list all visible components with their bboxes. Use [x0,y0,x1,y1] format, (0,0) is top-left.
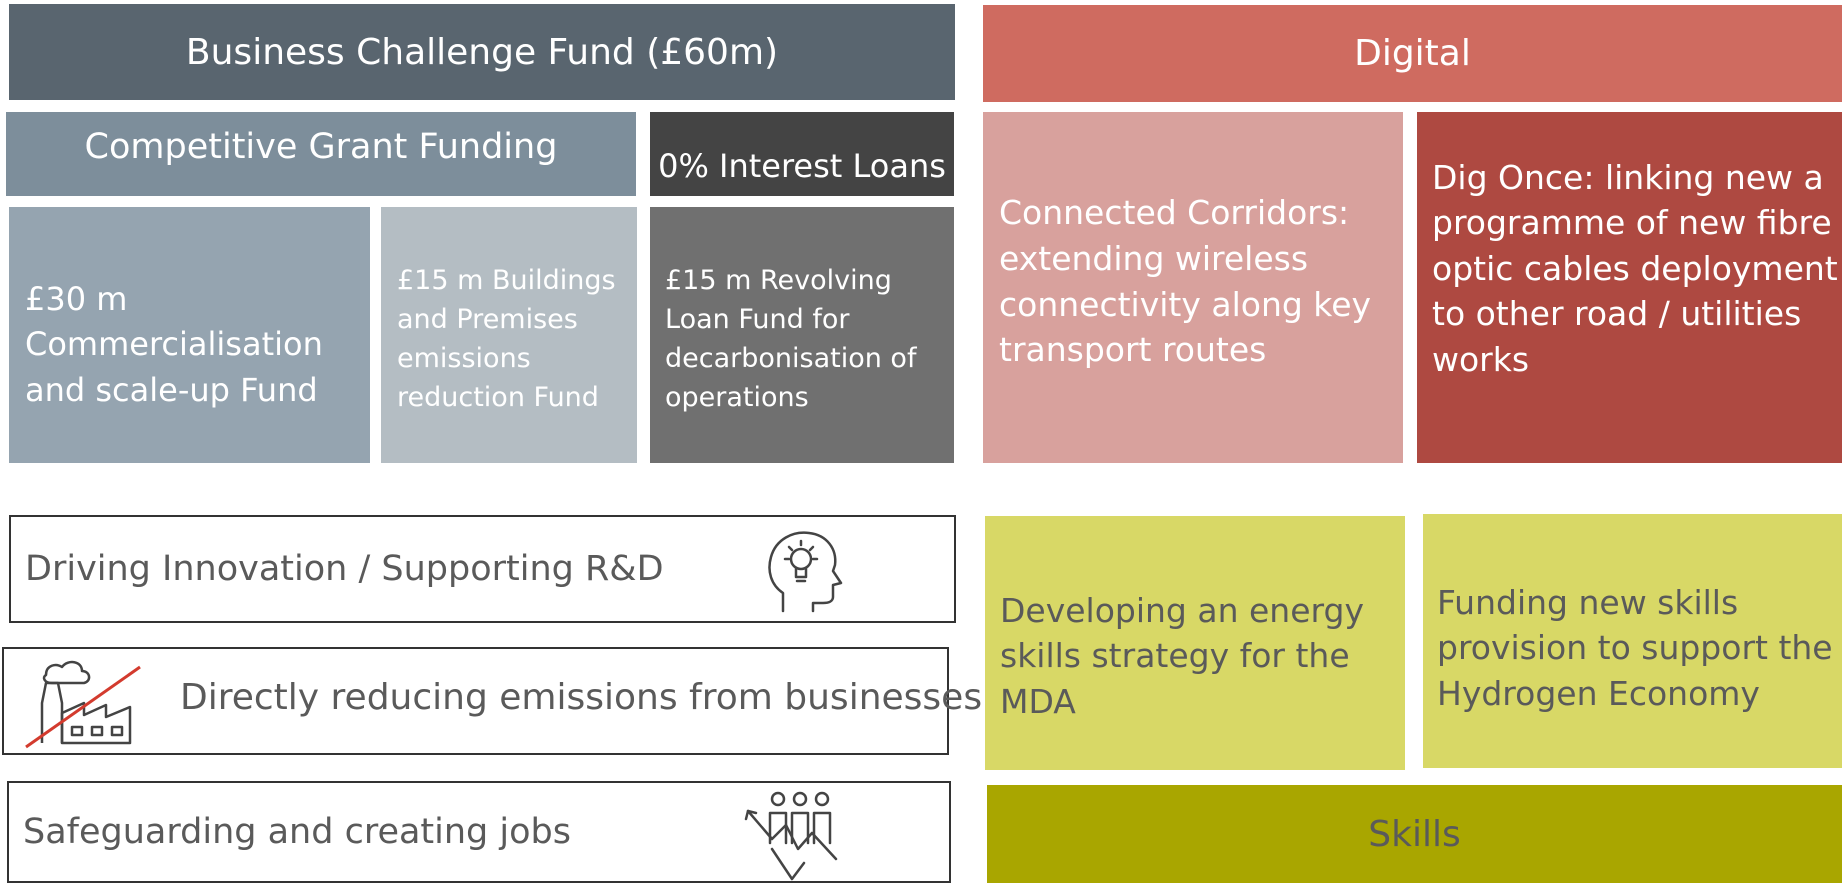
skills-header: Skills [987,785,1842,883]
buildings-premises-fund-box: £15 m Buildings and Premises emissions r… [381,207,637,463]
buildings-fund-line-3: emissions [397,343,531,374]
connected-corridors-line-4: transport routes [999,330,1267,370]
creating-jobs-label: Safeguarding and creating jobs [23,812,571,852]
dig-once-line-5: works [1432,339,1530,379]
reducing-emissions-box: Directly reducing emissions from busines… [2,647,982,755]
commercialisation-fund-line-2: Commercialisation [25,325,323,364]
hydrogen-skills-line-1: Funding new skills [1437,582,1739,622]
revolving-fund-line-4: operations [665,382,809,414]
connected-corridors-line-1: Connected Corridors: [999,193,1350,233]
digital-header: Digital [983,5,1842,102]
dig-once-line-2: programme of new fibre [1432,203,1832,243]
dig-once-box: Dig Once: linking new a programme of new… [1417,112,1842,463]
hydrogen-skills-line-3: Hydrogen Economy [1437,673,1760,713]
connected-corridors-line-2: extending wireless [999,238,1309,278]
commercialisation-fund-box: £30 m Commercialisation and scale-up Fun… [9,207,370,463]
commercialisation-fund-line-3: and scale-up Fund [25,370,318,409]
creating-jobs-box: Safeguarding and creating jobs [7,781,951,883]
buildings-fund-line-2: and Premises [397,303,578,335]
energy-skills-line-2: skills strategy for the [1000,636,1350,676]
interest-loans-header: 0% Interest Loans [650,112,954,196]
lightbulb-head-icon [763,527,849,615]
dig-once-line-3: optic cables deployment [1432,248,1838,288]
energy-skills-strategy-box: Developing an energy skills strategy for… [985,516,1405,770]
energy-skills-line-1: Developing an energy [1000,590,1364,630]
business-challenge-fund-title: Business Challenge Fund (£60m) [185,31,779,73]
people-growth-icon [742,789,848,885]
revolving-fund-line-2: Loan Fund for [665,303,850,335]
revolving-loan-fund-box: £15 m Revolving Loan Fund for decarbonis… [650,207,954,463]
buildings-fund-line-4: reduction Fund [397,382,599,414]
dig-once-line-1: Dig Once: linking new a [1432,157,1824,197]
connected-corridors-line-3: connectivity along key [999,284,1372,324]
driving-innovation-label: Driving Innovation / Supporting R&D [25,549,664,589]
factory-crossed-icon [12,653,142,753]
hydrogen-skills-box: Funding new skills provision to support … [1423,514,1842,768]
skills-title: Skills [1368,813,1461,855]
digital-title: Digital [1354,33,1471,74]
interest-loans-title: 0% Interest Loans [658,147,946,185]
energy-skills-line-3: MDA [1000,681,1076,721]
hydrogen-skills-line-2: provision to support the [1437,628,1833,668]
dig-once-line-4: to other road / utilities [1432,294,1802,334]
competitive-grant-funding-title: Competitive Grant Funding [84,127,558,167]
revolving-fund-line-1: £15 m Revolving [665,264,892,296]
connected-corridors-box: Connected Corridors: extending wireless … [983,112,1403,463]
revolving-fund-line-3: decarbonisation of [665,343,917,374]
reducing-emissions-label: Directly reducing emissions from busines… [180,677,983,718]
buildings-fund-line-1: £15 m Buildings [397,264,616,296]
driving-innovation-box: Driving Innovation / Supporting R&D [9,515,956,623]
commercialisation-fund-line-1: £30 m [25,279,128,318]
competitive-grant-funding-header: Competitive Grant Funding [6,112,636,196]
business-challenge-fund-header: Business Challenge Fund (£60m) [9,4,955,100]
